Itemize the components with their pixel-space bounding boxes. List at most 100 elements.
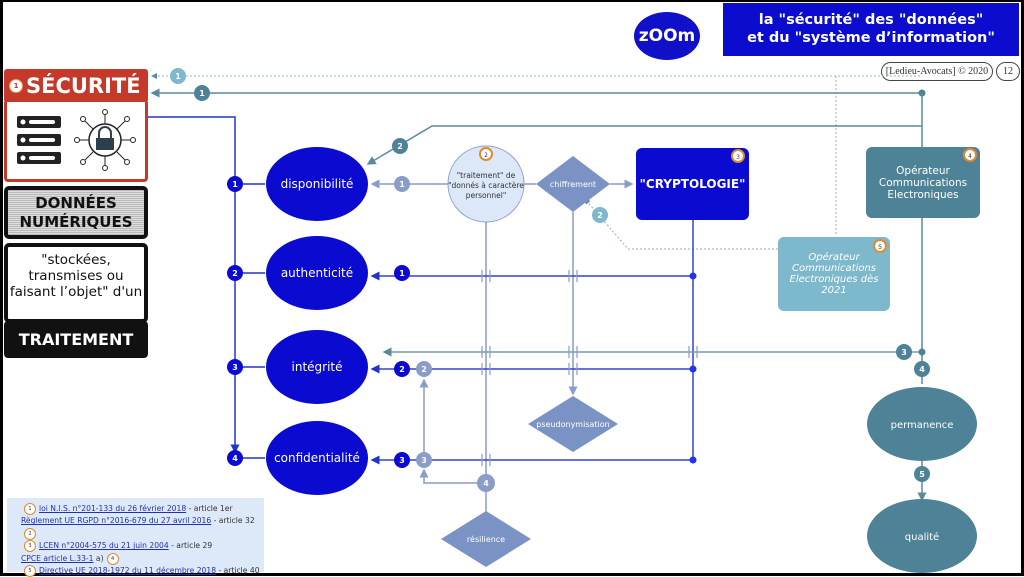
operateur-ref-badge: 4 (963, 148, 977, 162)
node-permanence: permanence (891, 420, 954, 431)
trunk-branches (235, 183, 265, 459)
ref-number: 5 (24, 565, 36, 577)
blue-trunk (148, 116, 240, 454)
svg-text:5: 5 (919, 470, 925, 479)
zoom-logo: zOOm (634, 12, 700, 60)
svg-text:2: 2 (399, 365, 405, 374)
badge-light-1: 1 (170, 68, 186, 84)
junction-dots (689, 272, 697, 464)
page-number: 12 (996, 62, 1020, 81)
reference-link[interactable]: Directive UE 2018-1972 du 11 décembre 20… (39, 566, 217, 576)
blue-ovals (266, 147, 368, 495)
security-illustration (4, 102, 148, 182)
svg-text:2: 2 (397, 142, 403, 151)
badge-gray-2: 2 (416, 361, 432, 377)
badge-gray-3: 3 (416, 452, 432, 468)
crossing-marks (481, 270, 698, 466)
svg-text:1: 1 (399, 180, 405, 189)
teal-line-disponibilite (366, 125, 922, 165)
traitement-ref-badge: 2 (479, 147, 493, 161)
svg-text:1: 1 (199, 89, 205, 98)
svg-text:3: 3 (232, 363, 238, 372)
badge-trunk-4: 4 (227, 450, 243, 466)
svg-text:4: 4 (483, 479, 489, 488)
slide-title: la "sécurité" des "données"et du "systèm… (723, 3, 1019, 56)
traitement-line-3: personnel" (466, 191, 507, 200)
c4-to-c3 (419, 468, 478, 484)
badge-teal-5: 5 (914, 466, 930, 482)
badge-gray-1: 1 (394, 176, 410, 192)
donnees-line-1: DONNÉES (35, 194, 117, 212)
badge-teal-3: 3 (896, 344, 912, 360)
node-confidentialite: confidentialité (274, 451, 360, 465)
ref-suffix: - article 29 (168, 541, 213, 551)
title-line-1: la "sécurité" des "données" (758, 12, 984, 28)
credit: [Ledieu-Avocats] © 2020 (881, 62, 993, 81)
svg-text:2: 2 (232, 269, 238, 278)
donnees-line-2: NUMÉRIQUES (19, 213, 133, 231)
svg-text:1: 1 (175, 72, 181, 81)
badge-teal-4: 4 (914, 361, 930, 377)
node-integrite: intégrité (292, 360, 343, 374)
reference-link[interactable]: loi N.I.S. n°201-133 du 26 février 2018 (39, 504, 187, 513)
cryptologie-ref-badge: 3 (731, 149, 745, 163)
reference-link[interactable]: Règlement UE RGPD n°2016-679 du 27 avril… (21, 516, 212, 526)
traitement-line-1: "traitement" de (457, 171, 516, 180)
operateur-2021-label: Opérateur Communications Electroniques d… (789, 252, 879, 296)
reference-link[interactable]: LCEN n°2004-575 du 21 juin 2004 (39, 541, 169, 551)
traitement-circle (447, 145, 525, 223)
svg-text:2: 2 (421, 365, 427, 374)
reference-link[interactable]: CPCE article L.33-1 (21, 553, 94, 563)
svg-text:3: 3 (399, 456, 405, 465)
svg-text:3: 3 (421, 456, 427, 465)
svg-text:1: 1 (232, 180, 238, 189)
securite-label: SÉCURITÉ (26, 74, 141, 98)
ref-number: 4 (106, 552, 119, 565)
badge-trunk-2: 2 (227, 265, 243, 281)
svg-text:4: 4 (919, 365, 925, 374)
svg-text:1: 1 (399, 269, 405, 278)
teal-ovals (867, 387, 977, 573)
operateur-2021-box: Opérateur Communications Electroniques d… (778, 237, 890, 311)
svg-text:2: 2 (597, 211, 603, 220)
reference-item: Règlement UE RGPD n°2016-679 du 27 avril… (21, 515, 264, 540)
badge-teal-1: 1 (194, 85, 210, 101)
badge-trunk-3: 3 (227, 359, 243, 375)
ref-number: 1 (24, 503, 36, 515)
node-pseudonymisation: pseudonymisation (536, 420, 609, 429)
operateur-box: Opérateur Communications Electroniques (866, 147, 980, 218)
node-resilience: résilience (467, 534, 505, 544)
cryptologie-label: "CRYPTOLOGIE" (639, 177, 746, 191)
ref-number: 3 (24, 540, 36, 553)
svg-text:3: 3 (901, 348, 907, 357)
badge-blue-2: 2 (394, 361, 410, 377)
diamonds (441, 156, 618, 567)
stockees-box: "stockées, transmises ou faisant l’objet… (4, 243, 148, 323)
ref-number: 2 (24, 527, 36, 540)
node-chiffrement: chiffrement (550, 180, 596, 189)
securite-number: 1 (9, 79, 23, 93)
cryptologie-box: "CRYPTOLOGIE" (636, 148, 749, 220)
ref-suffix: - article 40 (216, 566, 260, 576)
badge-teal-2: 2 (392, 138, 408, 154)
ref-suffix: a) (93, 553, 104, 563)
badge-gray-4: 4 (477, 474, 495, 492)
badge-blue-3: 3 (394, 452, 410, 468)
server-lock-icon (17, 109, 136, 171)
badge-trunk-1: 1 (227, 176, 243, 192)
traitement-box: TRAITEMENT (4, 321, 148, 358)
node-qualite: qualité (905, 531, 939, 543)
node-disponibilite: disponibilité (281, 177, 354, 191)
node-authenticite: authenticité (281, 266, 353, 280)
ref-suffix: - article 32 (211, 516, 255, 526)
badge-blue-1: 1 (394, 265, 410, 281)
reference-item: CPCE article L.33-1 a)4 (21, 552, 264, 565)
operateur-2021-ref-badge: 5 (873, 239, 887, 253)
